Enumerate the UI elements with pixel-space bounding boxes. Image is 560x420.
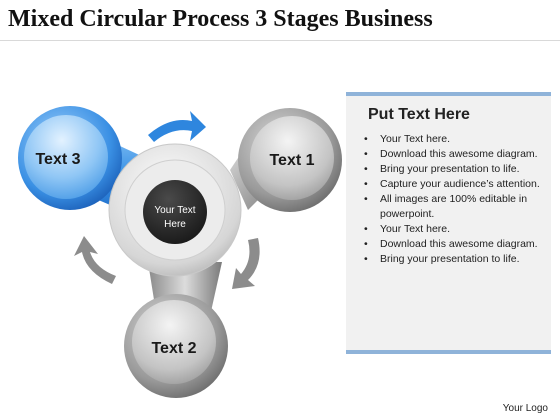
node-text-3: Text 3 [18,106,122,210]
node-text-2-label: Text 2 [151,340,196,357]
list-item: Bring your presentation to life. [362,252,542,267]
arrow-left-gray-icon [74,236,116,284]
list-item: All images are 100% editable in powerpoi… [362,192,542,222]
node-text-1: Text 1 [238,108,342,212]
panel-heading: Put Text Here [368,106,470,123]
node-text-1-label: Text 1 [269,152,314,169]
center-label-line-1: Your Text [154,205,195,216]
list-item: Capture your audience’s attention. [362,177,542,192]
bullet-list: Your Text here. Download this awesome di… [362,132,542,267]
list-item: Your Text here. [362,132,542,147]
node-text-2: Text 2 [124,294,228,398]
text-panel: Put Text Here Your Text here. Download t… [346,92,551,354]
list-item: Bring your presentation to life. [362,162,542,177]
center-hub: Your Text Here [108,143,242,277]
list-item: Download this awesome diagram. [362,237,542,252]
list-item: Download this awesome diagram. [362,147,542,162]
arrow-right-gray-icon [232,238,260,289]
slide-title: Mixed Circular Process 3 Stages Business [8,6,433,32]
list-item: Your Text here. [362,222,542,237]
center-label-line-2: Here [164,219,186,230]
title-divider [0,40,560,41]
node-text-3-label: Text 3 [35,151,80,168]
footer-logo: Your Logo [502,403,548,414]
arrow-blue-icon [148,111,206,142]
